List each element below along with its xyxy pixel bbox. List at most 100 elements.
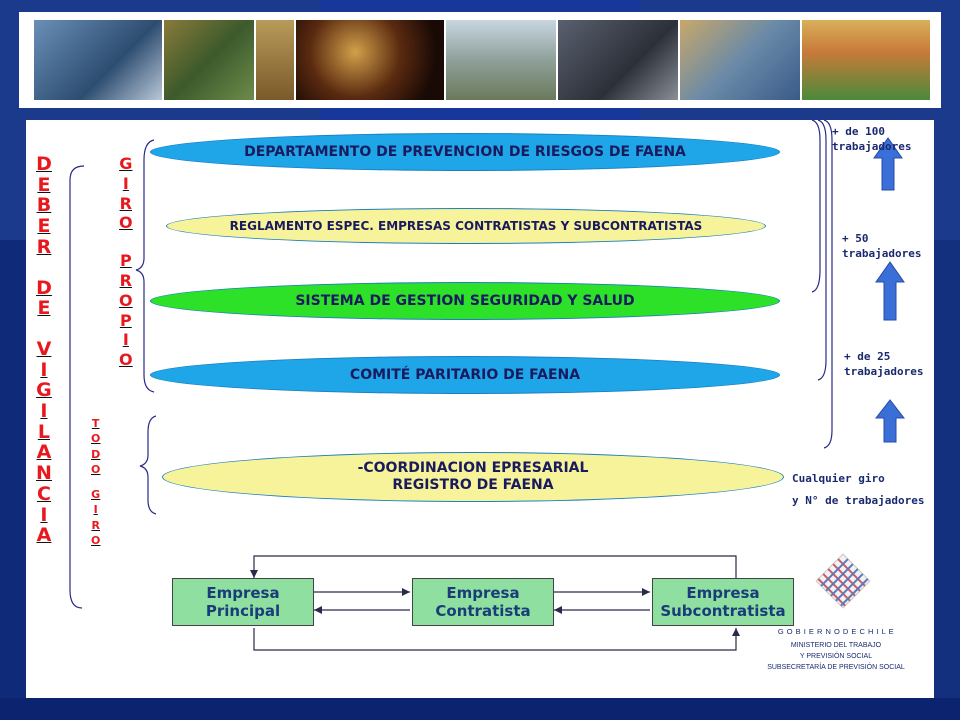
letter: R: [119, 270, 132, 290]
box-label: Empresa: [206, 584, 280, 602]
threshold-line: + de 25: [844, 350, 891, 363]
letter: G: [91, 488, 101, 502]
ellipse-label: DEPARTAMENTO DE PREVENCION DE RIESGOS DE…: [244, 144, 686, 160]
gov-line: Y PREVISIÓN SOCIAL: [799, 653, 873, 660]
letter: O: [91, 462, 101, 476]
todo-giro-text: T O D O G I R O: [91, 416, 100, 548]
ellipse-label: REGISTRO DE FAENA: [392, 477, 554, 493]
footer-strip: [0, 698, 960, 720]
doorway-photo: [256, 20, 294, 100]
deber-de-vigilancia-text: D E B E R D E V I G I L A N C I A: [36, 154, 52, 546]
any-line: y N° de trabajadores: [792, 494, 925, 507]
ellipse-reglamento: REGLAMENTO ESPEC. EMPRESAS CONTRATISTAS …: [166, 208, 766, 244]
right-bracket-100: [811, 120, 821, 293]
letter: D: [36, 276, 52, 299]
threshold-line: trabajadores: [832, 140, 912, 153]
arrowhead: [554, 606, 562, 614]
ellipse-label: SISTEMA DE GESTION SEGURIDAD Y SALUD: [295, 293, 635, 309]
box-label: Empresa: [446, 584, 520, 602]
gov-line: G O B I E R N O D E C H I L E: [777, 627, 895, 636]
gov-line: MINISTERIO DEL TRABAJO: [790, 642, 882, 649]
arrowhead: [250, 570, 258, 578]
letter: V: [36, 337, 52, 360]
photo-banner: [19, 12, 941, 108]
right-bracket-50: [817, 120, 827, 381]
box-label: Subcontratista: [660, 602, 786, 620]
arrowhead: [402, 588, 410, 596]
letter: D: [91, 447, 101, 461]
letter: G: [36, 379, 52, 402]
giro-propio-brace: [135, 139, 155, 393]
letter: P: [119, 251, 132, 271]
letter: I: [122, 330, 129, 350]
ellipse-label: REGLAMENTO ESPEC. EMPRESAS CONTRATISTAS …: [229, 219, 703, 233]
ellipse-comite-paritario: COMITÉ PARITARIO DE FAENA: [150, 356, 780, 394]
threshold-50-label: + 50 trabajadores: [842, 231, 921, 261]
asparagus-workers-photo: [802, 20, 930, 100]
todo-giro-brace: [139, 415, 157, 515]
ellipse-prevencion: DEPARTAMENTO DE PREVENCION DE RIESGOS DE…: [150, 133, 780, 171]
letter: A: [36, 441, 52, 464]
letter: I: [40, 503, 48, 526]
vigilancia-brace: [69, 165, 85, 609]
empresa-contratista-box: Empresa Contratista: [412, 578, 554, 626]
ellipse-label: COMITÉ PARITARIO DE FAENA: [349, 367, 581, 383]
letter: E: [37, 215, 51, 238]
ellipse-sistema-gestion: SISTEMA DE GESTION SEGURIDAD Y SALUD: [150, 282, 780, 320]
ellipse-coordinacion: -COORDINACION EPRESARIAL REGISTRO DE FAE…: [162, 452, 784, 502]
any-line: Cualquier giro: [792, 472, 885, 485]
top-feedback-line: [253, 555, 737, 578]
fish-market-photo: [680, 20, 800, 100]
giro-propio-text: G I R O P R O P I O: [119, 154, 133, 370]
arrowhead: [642, 588, 650, 596]
gobierno-de-chile-logo: [815, 553, 871, 609]
arrowhead: [732, 628, 740, 636]
threshold-25-label: + de 25 trabajadores: [844, 349, 923, 379]
letter: O: [119, 290, 133, 310]
classroom-photo: [164, 20, 254, 100]
garbage-truck-photo: [446, 20, 556, 100]
gobierno-de-chile-text: G O B I E R N O D E C H I L E MINISTERIO…: [756, 627, 916, 671]
box-label: Principal: [205, 602, 281, 620]
bottom-feedback-line: [253, 628, 737, 651]
letter: O: [119, 350, 133, 370]
letter: O: [119, 213, 133, 233]
box-label: Contratista: [435, 602, 531, 620]
letter: A: [36, 524, 52, 547]
cualquier-giro-label: Cualquier giro y N° de trabajadores: [792, 468, 934, 512]
letter: E: [37, 173, 51, 196]
threshold-line: + 50: [842, 232, 869, 245]
box-label: Empresa: [686, 584, 760, 602]
letter: R: [119, 193, 132, 213]
letter: O: [91, 432, 101, 446]
brackets-and-connectors: [69, 120, 906, 651]
letter: I: [122, 173, 129, 193]
threshold-100-label: + de 100 trabajadores: [832, 124, 911, 154]
right-bracket-25: [823, 120, 833, 449]
threshold-line: trabajadores: [844, 365, 924, 378]
letter: I: [40, 358, 48, 381]
camera-crew-photo: [34, 20, 162, 100]
letter: I: [40, 400, 48, 423]
gov-line: SUBSECRETARÍA DE PREVISIÓN SOCIAL: [767, 664, 905, 671]
letter: C: [36, 482, 51, 505]
up-arrow-50: [875, 261, 905, 321]
letter: P: [119, 310, 132, 330]
letter: R: [36, 235, 52, 258]
letter: L: [37, 420, 50, 443]
letter: D: [36, 153, 52, 175]
threshold-line: + de 100: [832, 125, 885, 138]
letter: R: [91, 518, 100, 532]
miners-photo: [296, 20, 444, 100]
letter: O: [91, 534, 101, 548]
ellipse-label: -COORDINACION EPRESARIAL: [357, 460, 589, 476]
up-arrow-25: [874, 399, 906, 443]
empresa-subcontratista-box: Empresa Subcontratista: [652, 578, 794, 626]
letter: I: [93, 503, 98, 517]
letter: B: [36, 194, 52, 217]
letter: G: [119, 154, 133, 173]
diagram-panel: D E B E R D E V I G I L A N C I A G I R …: [26, 120, 934, 698]
threshold-line: trabajadores: [842, 247, 922, 260]
arrowhead: [314, 606, 322, 614]
letter: T: [91, 417, 100, 430]
